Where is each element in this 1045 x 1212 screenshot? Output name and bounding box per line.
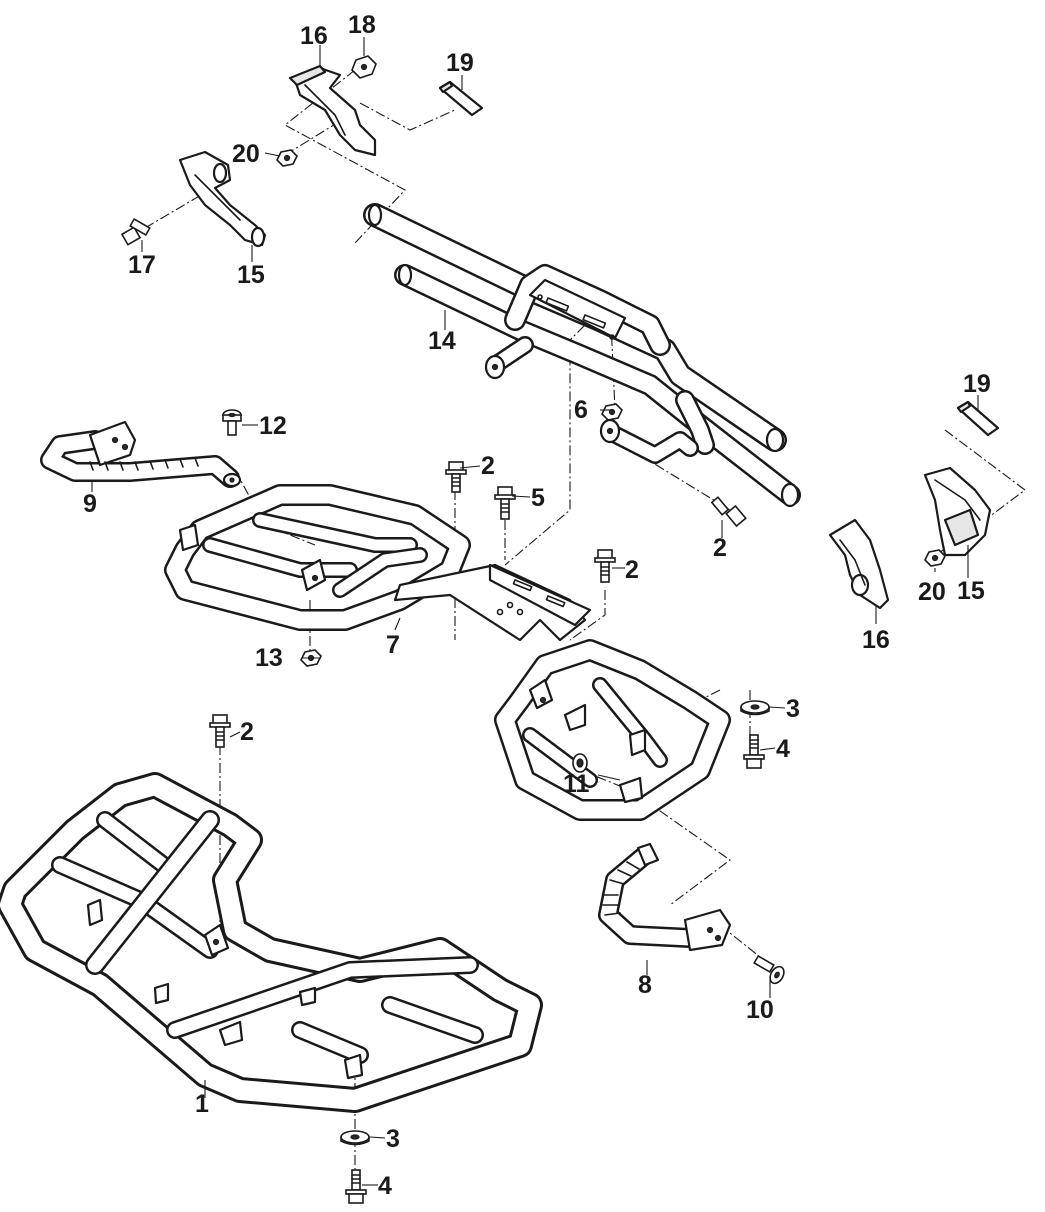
bolt-part-2-center [445, 461, 467, 493]
callout-16-top: 16 [300, 22, 328, 50]
callout-16-right: 16 [862, 626, 890, 654]
bolt-part-4-right [743, 734, 765, 769]
bolt-part-4-bottom [345, 1169, 367, 1204]
callout-20-right: 20 [918, 578, 946, 606]
rear-rack-part-7 [164, 484, 731, 821]
callout-19-top: 19 [446, 49, 474, 77]
callout-13: 13 [255, 644, 283, 672]
callout-leaders [91, 37, 979, 1186]
callout-15-right: 15 [957, 577, 985, 605]
bolt-part-2-bar [710, 496, 747, 528]
callout-4-right: 4 [776, 735, 790, 763]
callout-7: 7 [386, 631, 400, 659]
callout-2-front: 2 [240, 718, 254, 746]
nut-part-11 [572, 753, 588, 773]
plate-part-19-right [956, 400, 1000, 437]
callout-17: 17 [128, 251, 156, 279]
callout-2-right-rack: 2 [625, 556, 639, 584]
bolt-part-10 [753, 954, 785, 985]
nut-part-18 [351, 55, 377, 79]
callout-10: 10 [746, 996, 774, 1024]
callout-19-right: 19 [963, 370, 991, 398]
bolt-part-2-right-rack [594, 549, 616, 583]
rear-bar-assembly-part-14 [363, 203, 801, 508]
bracket-part-15-top [178, 150, 267, 248]
nut-part-20-right [924, 549, 946, 567]
washer-part-3-bottom [340, 1130, 370, 1146]
callout-6: 6 [574, 396, 588, 424]
callout-2-bar: 2 [713, 534, 727, 562]
bolt-part-5 [494, 486, 516, 520]
callout-3-right: 3 [786, 695, 800, 723]
callout-2-center: 2 [481, 452, 495, 480]
bolt-part-2-front [209, 714, 231, 748]
grab-handle-part-9 [40, 420, 242, 488]
assembly-guide-lines [144, 69, 1026, 1190]
grab-handle-part-8 [598, 842, 732, 952]
bolt-part-12 [222, 409, 242, 436]
callout-labels: 1 2 2 2 2 3 3 4 4 5 6 7 8 9 10 11 12 13 … [83, 11, 991, 1200]
washer-part-3-right [740, 700, 770, 716]
nut-part-6 [601, 403, 623, 421]
callout-12: 12 [259, 412, 287, 440]
bracket-part-16-right [828, 518, 890, 610]
callout-1: 1 [195, 1090, 209, 1118]
callout-3-bottom: 3 [386, 1125, 400, 1153]
callout-5: 5 [531, 484, 545, 512]
callout-20-top: 20 [232, 140, 260, 168]
callout-14: 14 [428, 327, 456, 355]
front-rack-part-1 [0, 772, 543, 1113]
bracket-part-16-top [288, 64, 377, 157]
callout-15-top: 15 [237, 261, 265, 289]
callout-4-bottom: 4 [378, 1172, 392, 1200]
nut-part-20-top [276, 149, 298, 167]
callout-18: 18 [348, 11, 376, 39]
callout-9: 9 [83, 490, 97, 518]
plate-part-19-top [438, 80, 484, 117]
callout-8: 8 [638, 971, 652, 999]
callout-11: 11 [563, 770, 590, 798]
bolt-part-17 [120, 217, 151, 246]
bracket-part-15-right [923, 466, 992, 557]
